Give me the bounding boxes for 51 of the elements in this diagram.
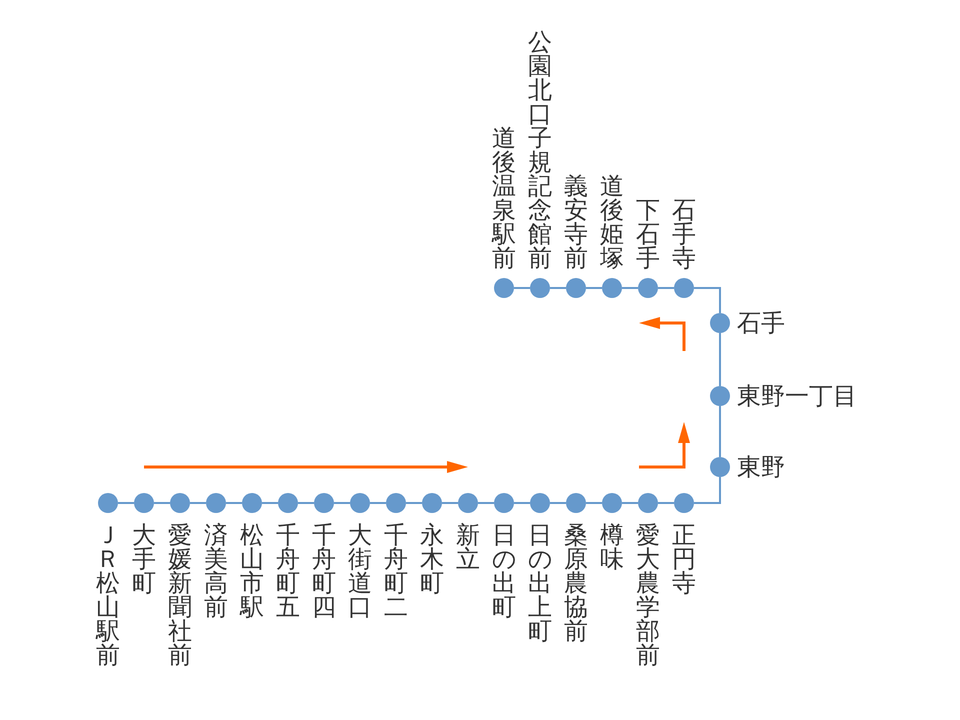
route-line: [406, 502, 422, 504]
route-line: [622, 287, 638, 289]
route-line: [514, 502, 530, 504]
route-line: [478, 502, 494, 504]
station-name: 東野一丁目: [737, 384, 857, 408]
route-line: [586, 287, 602, 289]
route-line: [514, 287, 530, 289]
station-name: 石手寺: [672, 198, 696, 270]
station-name: 桑原農協前: [564, 523, 588, 643]
station-name: 千舟町四: [312, 523, 336, 619]
station-name: 石手: [737, 311, 785, 335]
station-name: 済美高前: [204, 523, 228, 619]
station-name: 愛大農学部前: [636, 523, 660, 667]
station-name: 東野: [737, 455, 785, 479]
station-name: 千舟町二: [384, 523, 408, 619]
route-line: [658, 502, 674, 504]
station-name: 愛媛新聞社前: [168, 523, 192, 667]
station-name: 新立: [456, 523, 480, 571]
station-name: 道後姫塚: [600, 174, 624, 270]
station-name: 大手町: [132, 523, 156, 595]
station-name: 正円寺: [672, 523, 696, 595]
route-line: [694, 287, 721, 313]
route-line: [118, 502, 134, 504]
route-line: [694, 477, 721, 504]
route-line: [658, 287, 674, 289]
station-name: 樽味: [600, 523, 624, 571]
route-line: [550, 287, 566, 289]
station-name: 日の出上町: [528, 523, 552, 643]
route-line: [334, 502, 350, 504]
route-line: [719, 333, 721, 386]
station-name: ＪＲ松山駅前: [96, 523, 120, 667]
route-line: [226, 502, 242, 504]
route-line: [190, 502, 206, 504]
route-line: [586, 502, 602, 504]
route-line: [550, 502, 566, 504]
route-line: [298, 502, 314, 504]
route-line: [622, 502, 638, 504]
station-name: 公園北口子規記念館前: [528, 30, 552, 270]
station-name: 義安寺前: [564, 174, 588, 270]
route-line: [719, 406, 721, 457]
station-name: 道後温泉駅前: [492, 126, 516, 270]
station-name: 松山市駅: [240, 523, 264, 619]
station-name: 日の出町: [492, 523, 516, 619]
station-name: 千舟町五: [276, 523, 300, 619]
route-line: [154, 502, 170, 504]
route-line: [442, 502, 458, 504]
station-name: 永木町: [420, 523, 444, 595]
station-name: 大街道口: [348, 523, 372, 619]
route-line: [262, 502, 278, 504]
route-line: [370, 502, 386, 504]
station-name: 下石手: [636, 198, 660, 270]
